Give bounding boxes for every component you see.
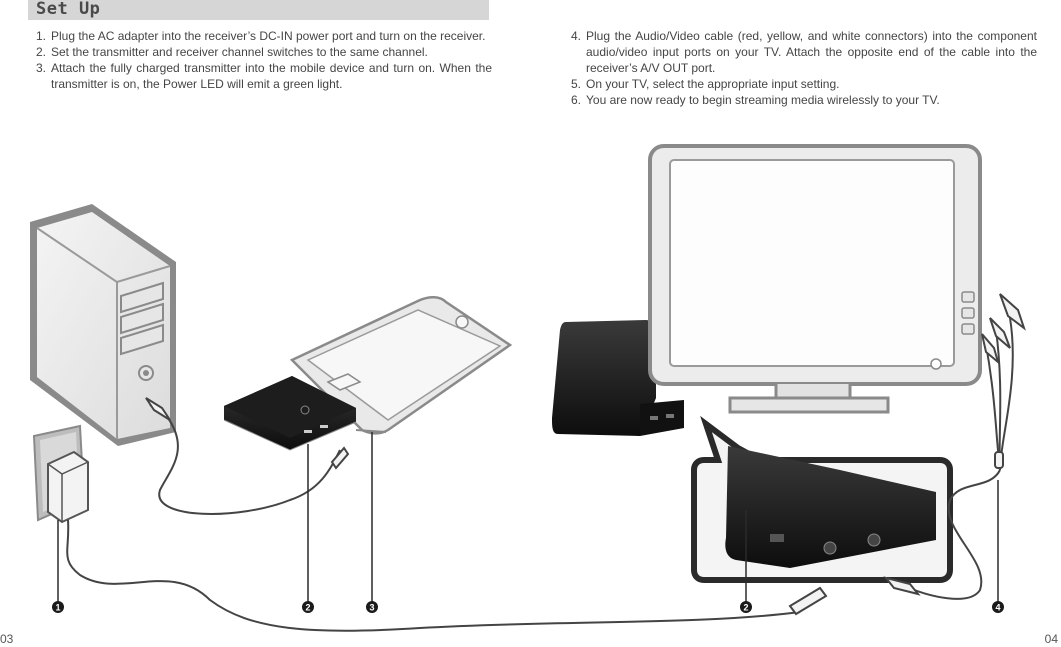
step-2: 2. Set the transmitter and receiver chan… bbox=[36, 44, 492, 60]
callout-badge-4: 4 bbox=[992, 601, 1004, 613]
callout-badge-3: 3 bbox=[366, 601, 378, 613]
callout-number: 1 bbox=[55, 603, 60, 613]
step-number: 5. bbox=[571, 77, 582, 91]
step-1: 1. Plug the AC adapter into the receiver… bbox=[36, 28, 492, 44]
callout-badge-2b: 2 bbox=[740, 601, 752, 613]
callout-number: 2 bbox=[305, 603, 310, 613]
step-6: 6. You are now ready to begin streaming … bbox=[571, 92, 1037, 108]
section-heading-bar: Set Up bbox=[28, 0, 489, 20]
step-text: Set the transmitter and receiver channel… bbox=[51, 45, 428, 59]
callout-number: 2 bbox=[743, 603, 748, 613]
step-number: 2. bbox=[36, 45, 47, 59]
callout-badge-2: 2 bbox=[302, 601, 314, 613]
callout-number: 4 bbox=[995, 603, 1000, 613]
step-text: Plug the Audio/Video cable (red, yellow,… bbox=[586, 29, 1037, 75]
computer-tower-icon bbox=[30, 204, 176, 446]
page-number-left: 03 bbox=[0, 632, 14, 646]
step-number: 6. bbox=[571, 93, 582, 107]
av-cable-icon bbox=[883, 293, 1026, 600]
transmitter-icon bbox=[223, 376, 357, 451]
callout-badge-1: 1 bbox=[52, 601, 64, 613]
usb-cable bbox=[145, 397, 350, 515]
ac-adapter-icon bbox=[47, 450, 89, 524]
receiver-icon bbox=[552, 320, 684, 436]
step-5: 5. On your TV, select the appropriate in… bbox=[571, 76, 1037, 92]
dc-cable bbox=[66, 519, 828, 632]
page-number-right: 04 bbox=[1044, 632, 1058, 646]
step-text: You are now ready to begin streaming med… bbox=[586, 93, 940, 107]
mobile-device-icon bbox=[289, 296, 513, 435]
step-4: 4. Plug the Audio/Video cable (red, yell… bbox=[571, 28, 1037, 76]
step-number: 4. bbox=[571, 29, 582, 43]
step-text: On your TV, select the appropriate input… bbox=[586, 77, 840, 91]
step-text: Plug the AC adapter into the receiver’s … bbox=[51, 29, 486, 43]
step-number: 1. bbox=[36, 29, 47, 43]
callout-number: 3 bbox=[369, 603, 374, 613]
step-text: Attach the fully charged transmitter int… bbox=[51, 61, 492, 91]
section-heading: Set Up bbox=[36, 0, 101, 19]
steps-list-right: 4. Plug the Audio/Video cable (red, yell… bbox=[571, 28, 1037, 108]
step-number: 3. bbox=[36, 61, 47, 75]
callout-leaders bbox=[57, 432, 999, 606]
tv-monitor-icon bbox=[648, 144, 982, 414]
receiver-zoom-callout bbox=[691, 415, 953, 583]
step-3: 3. Attach the fully charged transmitter … bbox=[36, 60, 492, 92]
steps-list-left: 1. Plug the AC adapter into the receiver… bbox=[36, 28, 492, 92]
